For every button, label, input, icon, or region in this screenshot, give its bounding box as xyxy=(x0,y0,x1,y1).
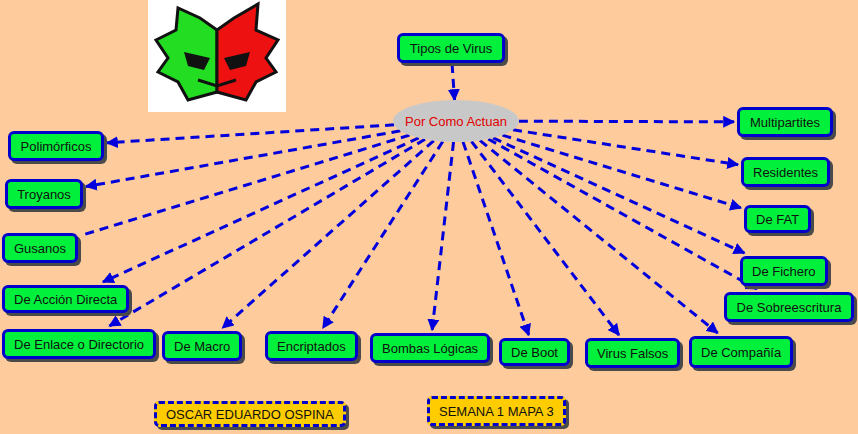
dashed-arrow xyxy=(103,138,419,282)
author-tag: SEMANA 1 MAPA 3 xyxy=(427,396,566,426)
node-label: De Fichero xyxy=(752,264,816,279)
process-box: Residentes xyxy=(741,157,830,187)
node-label: De FAT xyxy=(756,212,799,227)
dashed-arrow xyxy=(480,140,718,333)
node-label: Multipartites xyxy=(750,115,820,130)
dashed-arrow xyxy=(488,139,757,289)
node-label: De Compañía xyxy=(701,345,781,360)
process-box: Virus Falsos xyxy=(585,338,680,368)
process-box: Multipartites xyxy=(737,107,833,137)
dashed-arrow xyxy=(323,142,443,328)
node-label: De Sobreescritura xyxy=(737,300,842,315)
node-label: De Enlace o Directorio xyxy=(14,337,144,352)
node-label: Bombas Lógicas xyxy=(382,341,478,356)
virus-logo xyxy=(148,0,286,112)
author-tag: OSCAR EDUARDO OSPINA xyxy=(154,401,346,427)
node-label: SEMANA 1 MAPA 3 xyxy=(439,404,554,419)
process-box: De Macro xyxy=(162,331,242,361)
node-label: De Boot xyxy=(511,345,558,360)
dashed-arrow xyxy=(86,131,400,187)
center-ellipse: Por Como Actuan xyxy=(393,100,519,142)
process-box: Polimórficos xyxy=(8,131,104,161)
process-box: De FAT xyxy=(744,205,811,233)
process-box: De Fichero xyxy=(740,256,828,286)
node-label: Gusanos xyxy=(14,241,66,256)
process-box: De Acción Directa xyxy=(2,285,129,313)
dashed-arrow xyxy=(222,141,433,328)
process-box: Encriptados xyxy=(265,331,358,361)
process-box: De Sobreescritura xyxy=(724,292,854,322)
node-label: Por Como Actuan xyxy=(405,114,507,129)
process-box: De Boot xyxy=(499,338,570,366)
node-label: OSCAR EDUARDO OSPINA xyxy=(166,407,334,422)
node-label: De Macro xyxy=(174,339,230,354)
node-label: Encriptados xyxy=(277,339,346,354)
node-label: Polimórficos xyxy=(21,139,92,154)
process-box: De Enlace o Directorio xyxy=(2,329,156,359)
node-label: Virus Falsos xyxy=(597,346,668,361)
process-box: Bombas Lógicas xyxy=(370,333,490,363)
node-label: Tipos de Virus xyxy=(410,41,492,56)
dashed-arrow xyxy=(493,138,744,253)
dashed-arrow xyxy=(519,120,734,124)
node-label: De Acción Directa xyxy=(14,292,117,307)
node-label: Troyanos xyxy=(17,187,71,202)
process-box: Troyanos xyxy=(5,179,83,209)
process-box: De Compañía xyxy=(689,336,793,368)
dashed-arrow xyxy=(432,142,453,330)
dashed-arrow xyxy=(109,139,425,326)
process-box: Gusanos xyxy=(2,233,78,263)
dashed-arrow xyxy=(81,135,409,235)
node-label: Residentes xyxy=(753,165,818,180)
dashed-arrow xyxy=(452,64,454,100)
process-box: Tipos de Virus xyxy=(397,33,505,63)
